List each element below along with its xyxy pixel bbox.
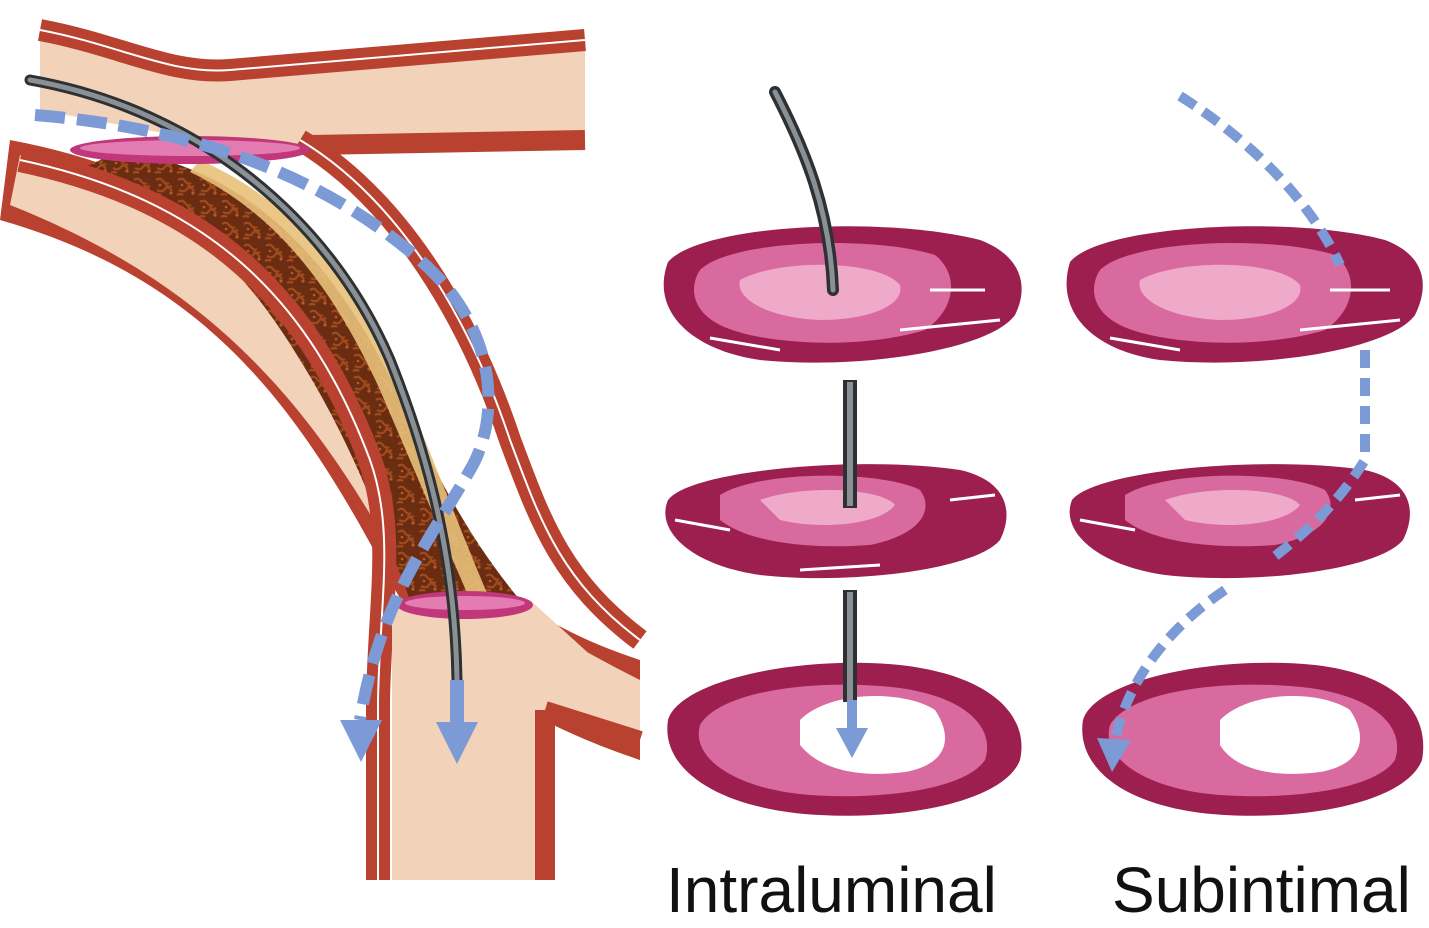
intraluminal-arrow-shaft bbox=[847, 700, 857, 730]
subintimal-section-bottom bbox=[1082, 663, 1423, 816]
intraluminal-arrow-shaft bbox=[450, 680, 464, 725]
subintimal-section-top bbox=[1067, 226, 1423, 362]
intraluminal-section-middle bbox=[665, 464, 1006, 578]
subintimal-column bbox=[1067, 96, 1424, 816]
subintimal-path-right bbox=[1115, 96, 1365, 740]
guidewire-icon bbox=[775, 92, 857, 702]
intraluminal-section-top bbox=[664, 226, 1022, 362]
intraluminal-column bbox=[664, 92, 1022, 816]
vessel-illustration bbox=[0, 30, 640, 880]
intraluminal-label: Intraluminal bbox=[666, 858, 997, 922]
subintimal-section-middle bbox=[1070, 464, 1410, 578]
subintimal-label: Subintimal bbox=[1112, 858, 1411, 922]
